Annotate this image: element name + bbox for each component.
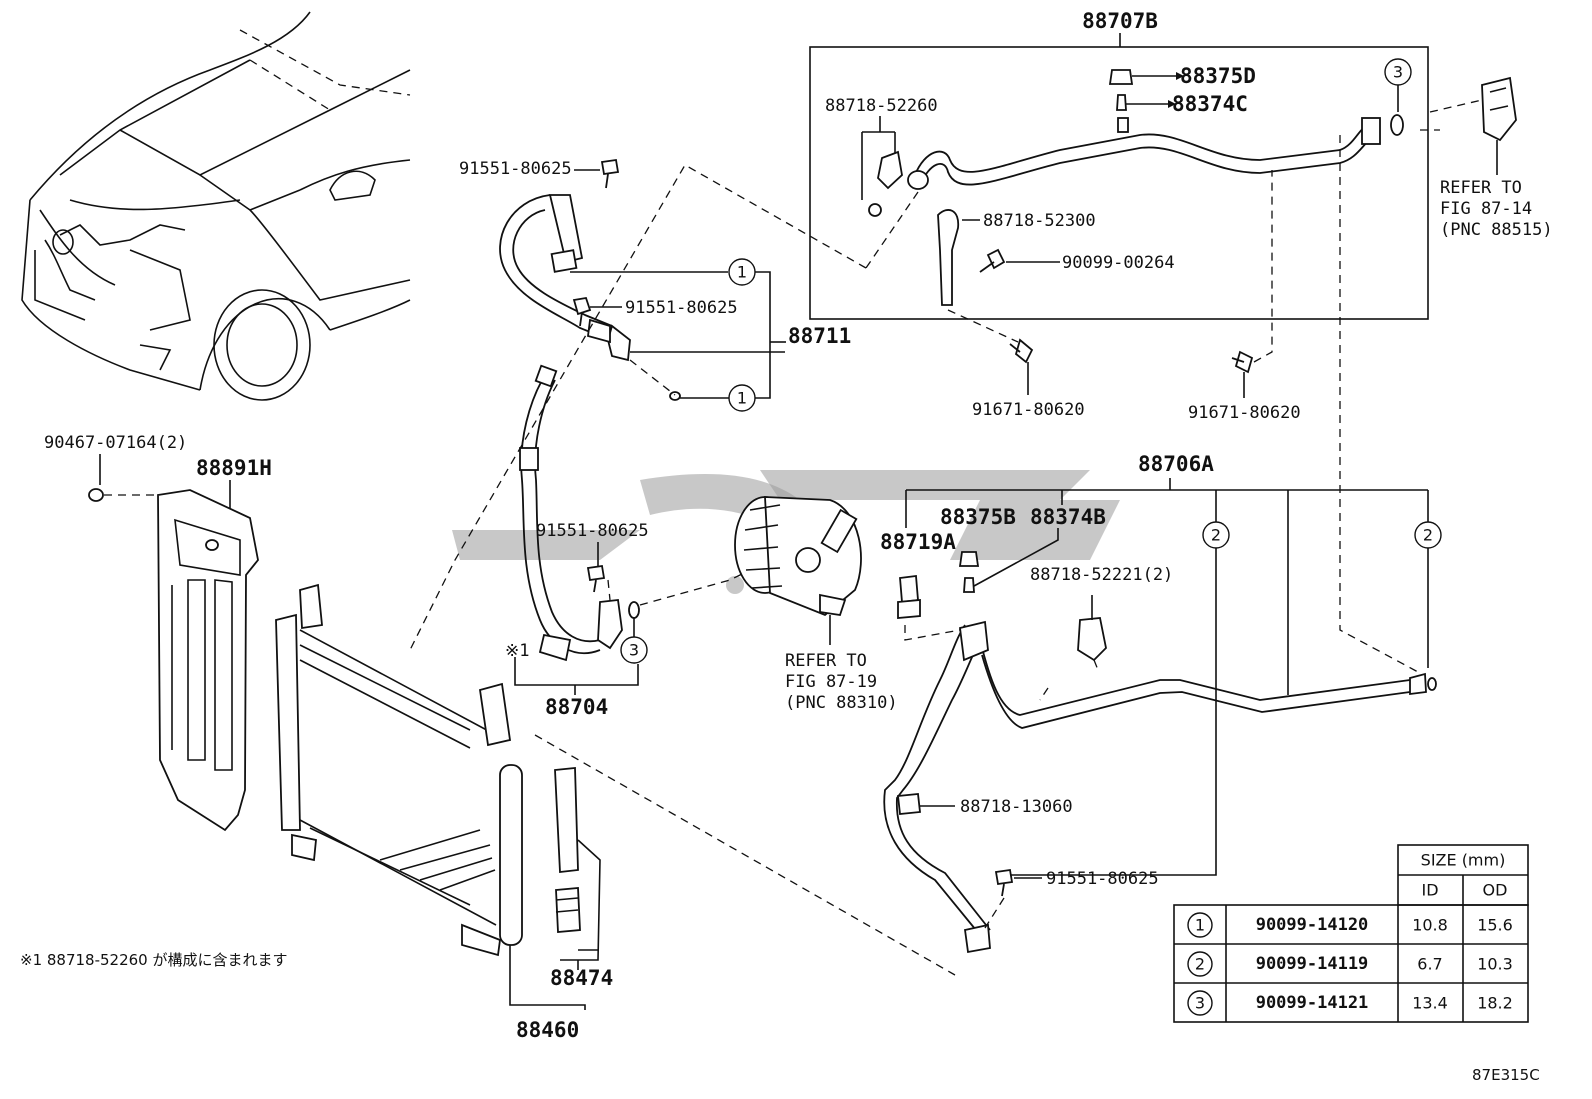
svg-text:15.6: 15.6 bbox=[1477, 916, 1513, 935]
watermark-logo bbox=[452, 470, 1120, 594]
label-mark-1: ※1 bbox=[505, 641, 529, 661]
label-88375b: 88375B bbox=[940, 505, 1016, 529]
svg-text:90099-14121: 90099-14121 bbox=[1256, 993, 1369, 1013]
label-88706a: 88706A bbox=[1138, 452, 1214, 476]
label-88707b: 88707B bbox=[1082, 9, 1158, 33]
figure-id: 87E315C bbox=[1472, 1066, 1540, 1084]
refer-to-87-19-line1: REFER TO bbox=[785, 651, 867, 671]
svg-text:13.4: 13.4 bbox=[1412, 994, 1448, 1013]
table-col-id: ID bbox=[1421, 881, 1438, 900]
label-88718-13060: 88718-13060 bbox=[960, 797, 1073, 817]
label-88704: 88704 bbox=[545, 695, 608, 719]
label-91551-80625-mid: 91551-80625 bbox=[625, 298, 738, 318]
label-90099-00264: 90099-00264 bbox=[1062, 253, 1175, 273]
drier-88474: 88474 bbox=[550, 767, 613, 990]
label-88718-52260: 88718-52260 bbox=[825, 96, 938, 116]
group-88706a: 88706A 2 2 88375B 88374B 88719A 88718-52… bbox=[880, 452, 1442, 954]
table-row: 2 90099-14119 6.7 10.3 bbox=[1187, 951, 1513, 977]
svg-text:3: 3 bbox=[1393, 63, 1403, 82]
dashed-leaders bbox=[409, 129, 1440, 976]
svg-text:6.7: 6.7 bbox=[1417, 955, 1442, 974]
discharge-hose-88704: 91551-80625 3 ※1 88704 bbox=[505, 364, 761, 719]
label-88474: 88474 bbox=[550, 966, 613, 990]
table-header-size: SIZE (mm) bbox=[1421, 851, 1506, 870]
table-col-od: OD bbox=[1483, 881, 1508, 900]
label-91551-80625-discharge: 91551-80625 bbox=[536, 521, 649, 541]
label-88374b: 88374B bbox=[1030, 505, 1106, 529]
bolt-91671-80620-group: 91671-80620 91671-80620 bbox=[947, 170, 1301, 423]
vehicle-outline bbox=[21, 11, 411, 401]
svg-text:1: 1 bbox=[737, 263, 747, 282]
svg-text:10.8: 10.8 bbox=[1412, 916, 1448, 935]
footnote: ※1 88718-52260 が構成に含まれます bbox=[20, 951, 288, 969]
label-88374c: 88374C bbox=[1172, 92, 1248, 116]
label-88718-52300: 88718-52300 bbox=[983, 211, 1096, 231]
condenser-88460: 88460 bbox=[275, 583, 586, 1042]
refer-to-87-19-line3: (PNC 88310) bbox=[785, 693, 898, 713]
refer-to-87-14-line3: (PNC 88515) bbox=[1440, 220, 1553, 240]
table-row: 1 90099-14120 10.8 15.6 bbox=[1187, 912, 1513, 938]
compressor: REFER TO FIG 87-19 (PNC 88310) bbox=[734, 496, 898, 713]
o-ring-size-table: SIZE (mm) ID OD 1 90099-14120 10.8 15.6 … bbox=[1173, 844, 1529, 1023]
label-88891h: 88891H bbox=[196, 456, 272, 480]
svg-text:1: 1 bbox=[737, 389, 747, 408]
svg-text:2: 2 bbox=[1211, 526, 1221, 545]
label-91551-80625-top: 91551-80625 bbox=[459, 159, 572, 179]
table-row: 3 90099-14121 13.4 18.2 bbox=[1187, 990, 1513, 1016]
expansion-valve: REFER TO FIG 87-14 (PNC 88515) bbox=[1429, 76, 1553, 240]
refer-to-87-19-line2: FIG 87-19 bbox=[785, 672, 877, 692]
svg-text:90099-14119: 90099-14119 bbox=[1256, 954, 1369, 974]
label-88718-52221: 88718-52221(2) bbox=[1030, 565, 1173, 585]
label-88719a: 88719A bbox=[880, 530, 956, 554]
label-88460: 88460 bbox=[516, 1018, 579, 1042]
svg-text:1: 1 bbox=[1195, 916, 1205, 935]
refer-to-87-14-line2: FIG 87-14 bbox=[1440, 199, 1532, 219]
refer-to-87-14-line1: REFER TO bbox=[1440, 178, 1522, 198]
label-91551-80625-liquid: 91551-80625 bbox=[1046, 869, 1159, 889]
svg-text:90099-14120: 90099-14120 bbox=[1256, 915, 1369, 935]
svg-text:3: 3 bbox=[1195, 994, 1205, 1013]
label-90467-07164: 90467-07164(2) bbox=[44, 433, 187, 453]
suction-hose-88711: 91551-80625 91551-80625 1 1 88711 bbox=[459, 158, 851, 412]
label-88375d: 88375D bbox=[1180, 64, 1256, 88]
group-88707b: 88707B 88375D 88374C 88718-52260 88718-5… bbox=[809, 9, 1429, 320]
svg-text:18.2: 18.2 bbox=[1477, 994, 1513, 1013]
svg-text:2: 2 bbox=[1195, 955, 1205, 974]
svg-text:10.3: 10.3 bbox=[1477, 955, 1513, 974]
label-91671-80620-left: 91671-80620 bbox=[972, 400, 1085, 420]
seal-88891h: 90467-07164(2) 88891H bbox=[44, 433, 272, 832]
label-88711: 88711 bbox=[788, 324, 851, 348]
label-91671-80620-right: 91671-80620 bbox=[1188, 403, 1301, 423]
svg-text:3: 3 bbox=[629, 641, 639, 660]
svg-text:2: 2 bbox=[1423, 526, 1433, 545]
